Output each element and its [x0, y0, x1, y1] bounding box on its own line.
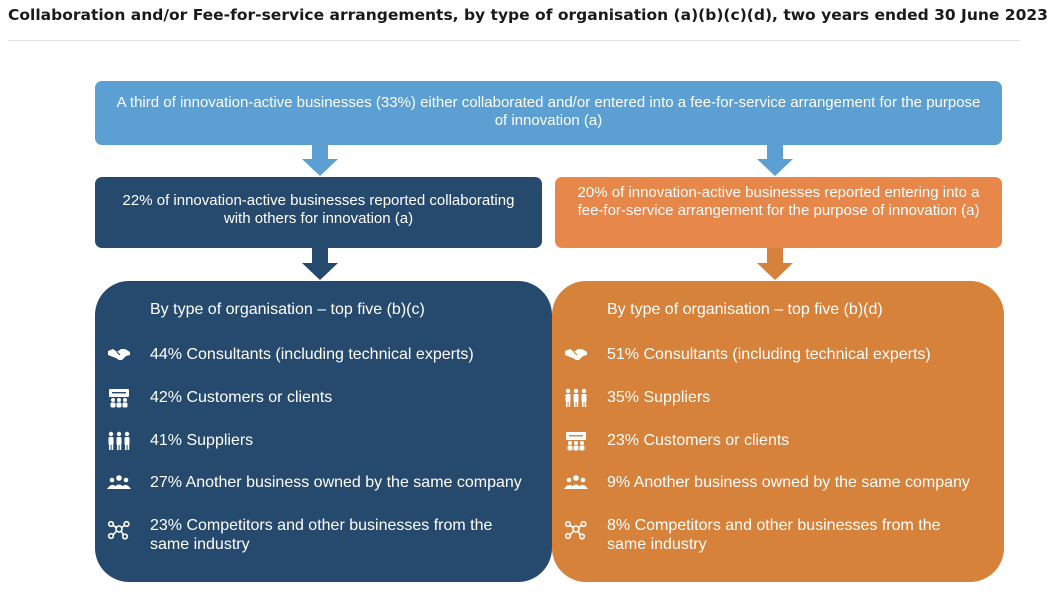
- suppliers-icon: [107, 431, 131, 451]
- arrow-down-right-top: [757, 145, 793, 176]
- suppliers-icon: [564, 388, 588, 408]
- collaboration-header-box: 22% of innovation-active businesses repo…: [95, 177, 542, 248]
- summary-box: A third of innovation-active businesses …: [95, 81, 1002, 145]
- group-icon: [564, 473, 588, 493]
- list-item-text: 9% Another business owned by the same co…: [607, 474, 970, 491]
- collaboration-header-text: 22% of innovation-active businesses repo…: [122, 192, 515, 227]
- title-divider: [8, 40, 1020, 41]
- fee-header-box: 20% of innovation-active businesses repo…: [555, 177, 1002, 248]
- list-item-text: 51% Consultants (including technical exp…: [607, 346, 931, 363]
- fee-header-text: 20% of innovation-active businesses repo…: [577, 184, 980, 219]
- list-item-text: 23% Competitors and other businesses fro…: [150, 517, 493, 553]
- arrow-down-left-top: [302, 145, 338, 176]
- network-icon: [564, 520, 588, 540]
- list-item-text: 35% Suppliers: [607, 389, 711, 406]
- list-item-text: 8% Competitors and other businesses from…: [607, 517, 941, 553]
- list-item-text: 23% Customers or clients: [607, 432, 790, 449]
- customers-icon: [564, 431, 588, 451]
- list-item-text: 44% Consultants (including technical exp…: [150, 346, 474, 363]
- network-icon: [107, 520, 131, 540]
- arrow-down-left-mid: [302, 248, 338, 280]
- arrow-down-right-mid: [757, 248, 793, 280]
- collaboration-panel: By type of organisation – top five (b)(c…: [95, 281, 552, 582]
- list-item-text: 27% Another business owned by the same c…: [150, 474, 522, 491]
- fee-panel-heading: By type of organisation – top five (b)(d…: [607, 301, 883, 318]
- customers-icon: [107, 388, 131, 408]
- summary-text: A third of innovation-active businesses …: [116, 94, 981, 129]
- group-icon: [107, 473, 131, 493]
- handshake-icon: [107, 345, 131, 365]
- collaboration-panel-heading: By type of organisation – top five (b)(c…: [150, 301, 425, 318]
- handshake-icon: [564, 345, 588, 365]
- fee-for-service-panel: By type of organisation – top five (b)(d…: [552, 281, 1004, 582]
- page-title: Collaboration and/or Fee-for-service arr…: [8, 6, 1048, 24]
- list-item-text: 41% Suppliers: [150, 432, 254, 449]
- list-item-text: 42% Customers or clients: [150, 389, 333, 406]
